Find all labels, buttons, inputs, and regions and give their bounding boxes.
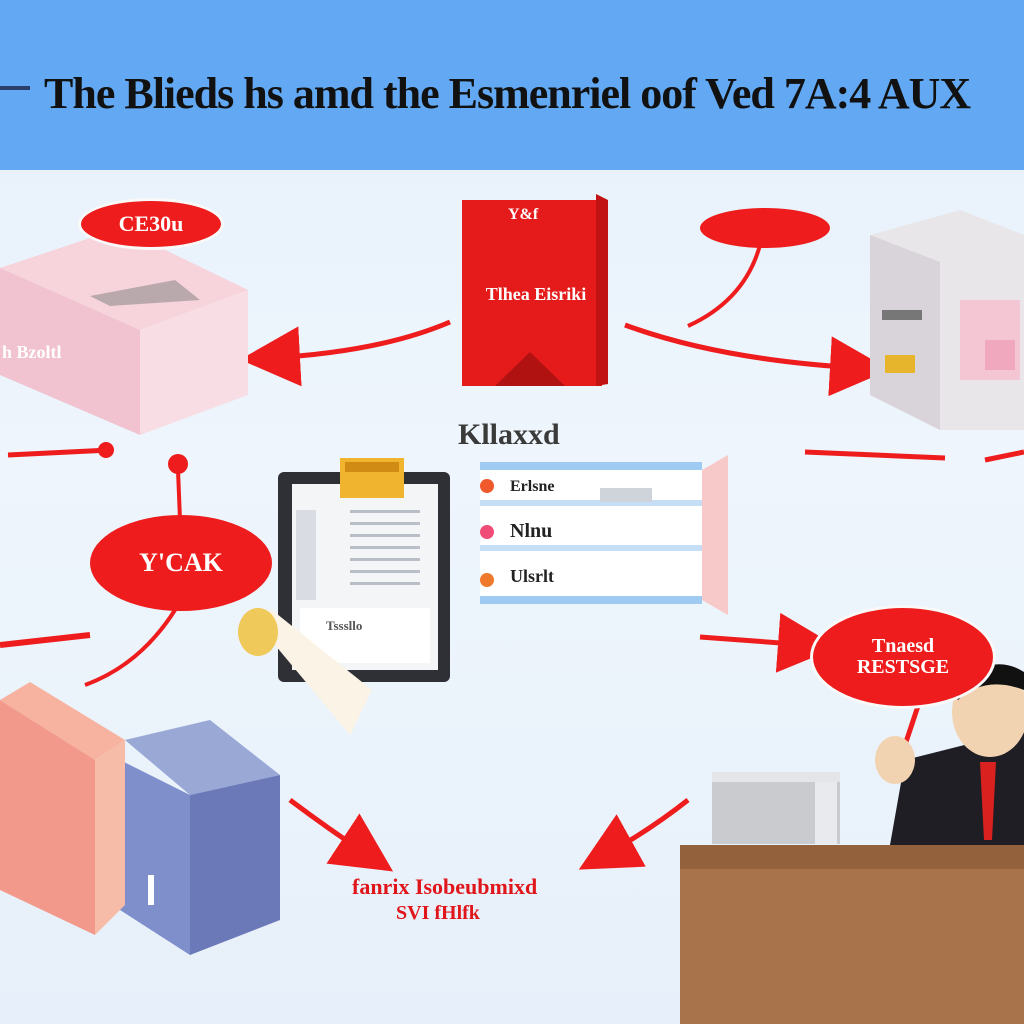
list-item: Erlsne [510,478,555,495]
bottom-caption-line2: SVI fHlfk [396,902,480,924]
bubble-top-left-label: CE30u [118,211,184,237]
clipboard-illustration [238,458,450,735]
person-illustration [875,664,1024,845]
box-side-label: h Bzoltl [2,342,62,362]
cubes-illustration [0,682,280,955]
arrow-bottom-left [288,797,394,872]
header-banner: The Blieds hs amd the Esmenriel oof Ved … [0,0,1024,170]
bubble-right-lower: Tnaesd RESTSGE [810,605,996,709]
banner-dash-decoration [0,86,30,90]
book-top-label: Y&f [508,206,539,223]
page-title: The Blieds hs amd the Esmenriel oof Ved … [44,69,971,118]
list-item: Nlnu [510,520,553,542]
line-right-middle [804,449,946,461]
list-item: Ulsrlt [510,566,554,586]
desk-illustration [680,772,1024,1024]
bubble-right-lower-line1: Tnaesd [871,635,935,657]
clipboard-label: Tsssllo [326,618,363,633]
bubble-left-middle-label: Y'CAK [139,548,223,578]
arrow-left-lower [0,632,91,648]
arrow-book-to-building [624,322,890,397]
list-panel-illustration [480,455,728,615]
arrow-bottom-right [578,798,690,870]
bottom-caption-line1: fanrix Isobeubmixd [352,874,538,899]
building-illustration [870,210,1024,430]
center-heading: Kllaxxd [458,418,560,451]
book-main-label: Tlhea Eisriki [485,284,587,304]
line-left-middle [7,447,111,458]
bubble-top-left: CE30u [78,198,224,250]
bubble-left-middle: Y'CAK [90,515,272,611]
bubble-top-right [700,208,830,248]
bubble-tail-top-right [687,244,762,328]
bubble-right-lower-line2: RESTSGE [856,656,950,678]
red-book-illustration [462,194,608,386]
arrow-book-to-box [240,319,451,387]
arrow-to-right-bubble [699,612,838,673]
